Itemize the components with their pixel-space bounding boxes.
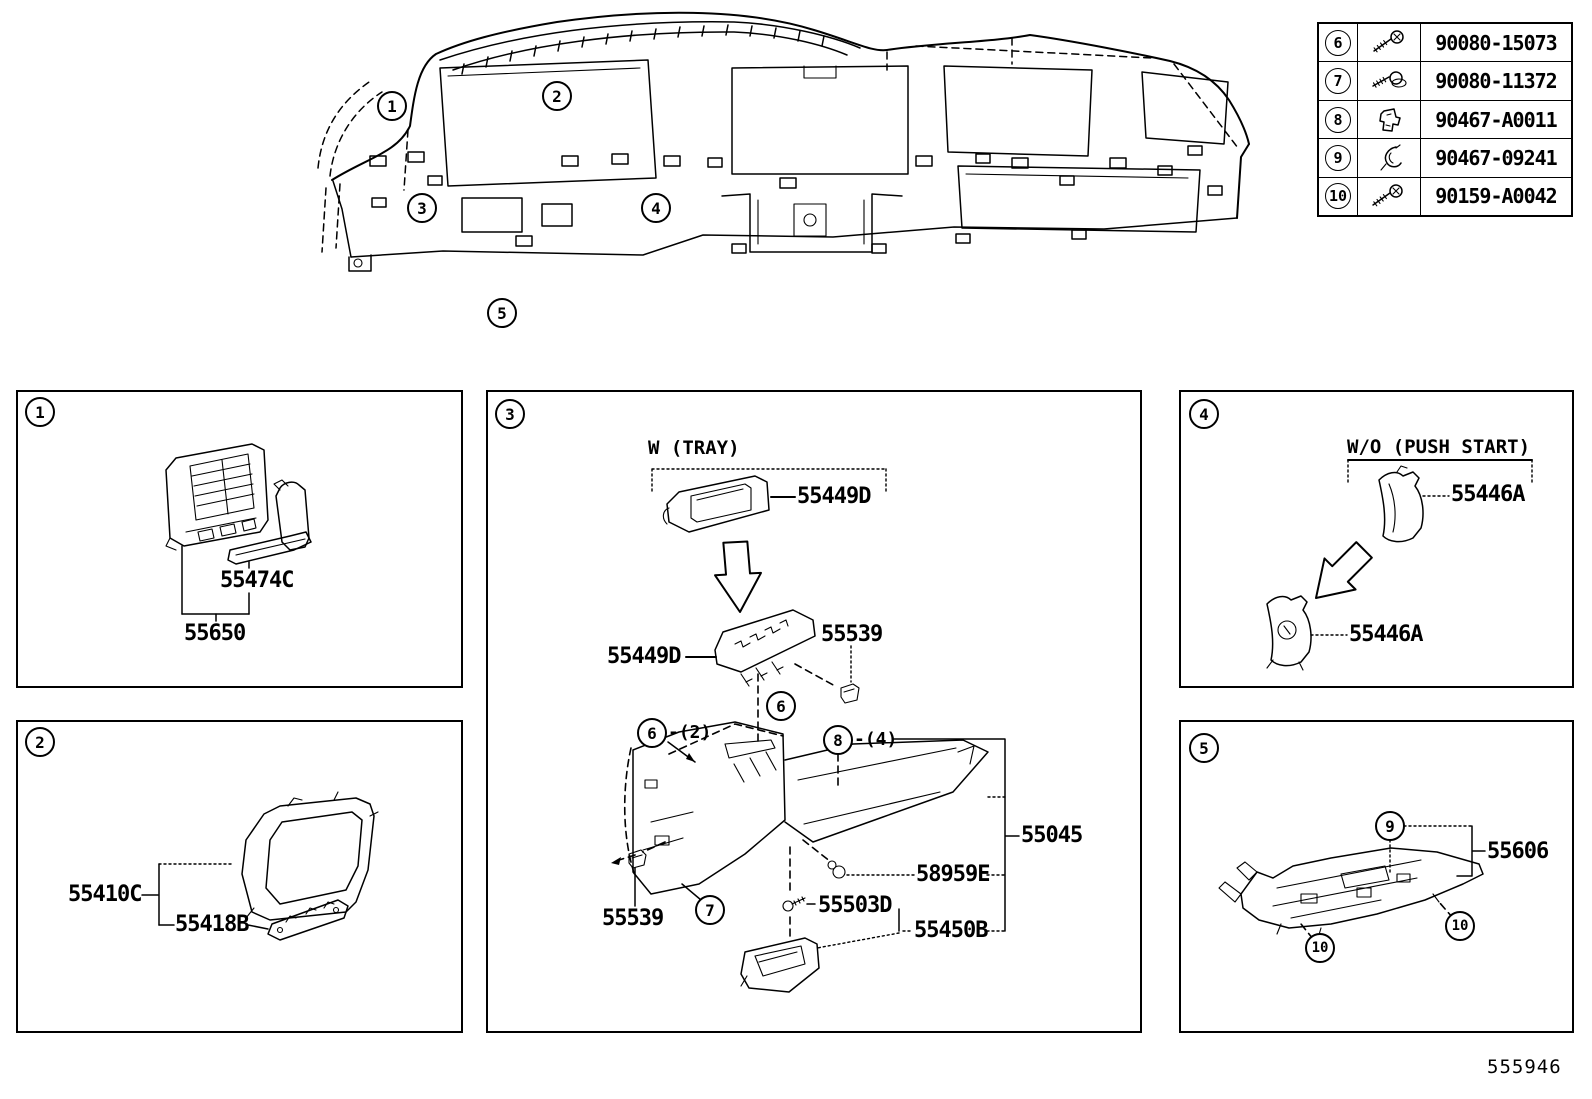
part-number: 90467-A0011 — [1435, 107, 1557, 132]
panel3-callout: 3 — [495, 399, 525, 429]
panel5-callout-10-left: 10 — [1305, 933, 1335, 963]
part-label-55449d-bottom: 55449D — [607, 644, 681, 669]
overview-callout-1: 1 — [377, 91, 407, 121]
cluster-finish-panel-drawing — [141, 791, 379, 941]
fastener-row: 10 90159-A0042 — [1319, 176, 1571, 216]
detail-panel-2: 2 55410C 55418B — [16, 720, 463, 1033]
part-number: 90080-11372 — [1435, 69, 1557, 94]
part-label-55539-upper: 55539 — [821, 622, 883, 647]
panel5-callout: 5 — [1189, 733, 1219, 763]
ignition-bezel-drawing — [1266, 459, 1533, 671]
glove-box-assembly-drawing — [611, 468, 1020, 993]
callout-6: 6 — [1325, 29, 1351, 56]
page-code: 555946 — [1487, 1056, 1562, 1078]
part-number: 90080-15073 — [1435, 30, 1557, 55]
part-label-55503d: 55503D — [818, 893, 892, 918]
part-label-55410c: 55410C — [68, 882, 142, 907]
callout-7: 7 — [1325, 68, 1351, 95]
spring-clip-icon — [1380, 144, 1402, 171]
callout-10: 10 — [1325, 183, 1351, 210]
fastener-row: 7 90080-11372 — [1319, 61, 1571, 100]
panel4-callout: 4 — [1189, 399, 1219, 429]
detail-panel-3: 3 — [486, 390, 1142, 1033]
under-cover-drawing — [1218, 825, 1486, 940]
panel3-callout-7: 7 — [695, 895, 725, 925]
retainer-clip-icon — [1379, 107, 1401, 132]
part-label-58959e: 58959E — [916, 862, 990, 887]
part-label-55606: 55606 — [1487, 839, 1549, 864]
part-label-55449d-top: 55449D — [797, 484, 871, 509]
fastener-row: 8 90467-A0011 — [1319, 99, 1571, 139]
part-label-55446a-bottom: 55446A — [1349, 622, 1423, 647]
part-label-55446a-top: 55446A — [1451, 482, 1525, 507]
machine-screw-icon — [1373, 29, 1404, 53]
detail-panel-4: 4 W/O (PUSH START) 55446A 55446A — [1179, 390, 1574, 688]
panel5-callout-9: 9 — [1375, 811, 1405, 841]
part-label-55418b: 55418B — [175, 912, 249, 937]
variant-note-w-tray: W (TRAY) — [648, 437, 740, 459]
panel3-callout-6-qty: 6 — [637, 718, 667, 748]
panel3-callout-8-qty: 8 — [823, 725, 853, 755]
panel5-callout-10-right: 10 — [1445, 911, 1475, 941]
part-label-55539-lower: 55539 — [602, 906, 664, 931]
callout-8: 8 — [1325, 106, 1351, 133]
part-label-55045: 55045 — [1021, 823, 1083, 848]
part-number: 90467-09241 — [1435, 145, 1557, 170]
instrument-panel-overview-drawing — [317, 11, 1250, 272]
panel3-callout-6: 6 — [766, 691, 796, 721]
overview-callout-4: 4 — [641, 193, 671, 223]
side-register-drawing — [165, 443, 312, 622]
part-label-55650: 55650 — [184, 621, 246, 646]
fastener-row: 9 90467-09241 — [1319, 138, 1571, 177]
fastener-row: 6 90080-15073 — [1319, 24, 1571, 62]
overview-callout-5: 5 — [487, 298, 517, 328]
detail-panel-1: 1 55474C 55650 — [16, 390, 463, 688]
part-number: 90159-A0042 — [1435, 184, 1557, 209]
overview-callout-2: 2 — [542, 81, 572, 111]
fastener-table: 6 90080-15073 7 90080-11372 — [1317, 22, 1573, 217]
overview-callout-3: 3 — [407, 193, 437, 223]
panel2-callout: 2 — [25, 727, 55, 757]
panel3-callout-8-qty-count: -(4) — [854, 729, 898, 750]
variant-note-wo-push-start: W/O (PUSH START) — [1347, 436, 1531, 458]
part-label-55450b: 55450B — [914, 918, 988, 943]
tapping-screw-icon — [1372, 184, 1403, 207]
panel1-callout: 1 — [25, 397, 55, 427]
part-label-55474c: 55474C — [220, 568, 294, 593]
screw-with-washer-icon — [1372, 71, 1407, 88]
panel3-callout-6-qty-count: -(2) — [668, 722, 712, 743]
detail-panel-5: 5 9 55606 10 10 — [1179, 720, 1574, 1033]
callout-9: 9 — [1325, 144, 1351, 171]
